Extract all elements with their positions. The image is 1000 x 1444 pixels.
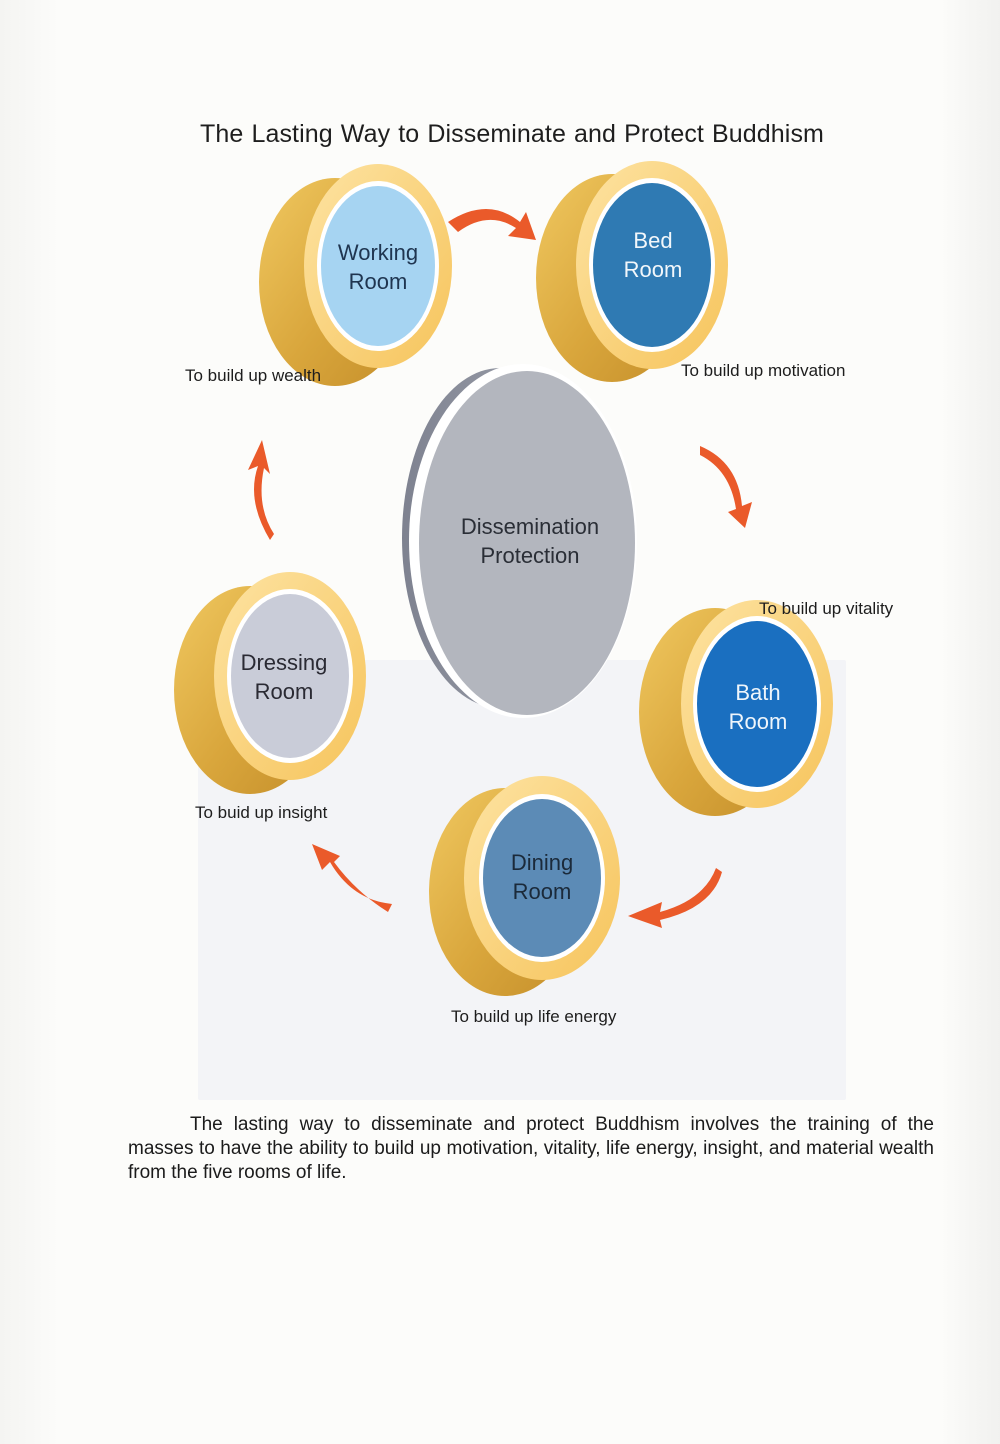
dining-room-cylinder (429, 776, 620, 996)
arrow-dressing-to-working (248, 440, 274, 540)
bath-room-cylinder (639, 600, 833, 816)
caption-working: To build up wealth (185, 366, 322, 385)
arrow-working-to-bed (448, 209, 536, 240)
caption-dressing: To buid up insight (195, 803, 328, 822)
center-label-line1: Dissemination (460, 514, 600, 539)
room-label-dressing: Dressing Room (240, 650, 328, 704)
page-title: The Lasting Way to Disseminate and Prote… (200, 120, 824, 148)
room-label-working: Working Room (337, 240, 419, 294)
bath-room-face (697, 621, 817, 787)
caption-bath: To build up vitality (759, 599, 894, 618)
dining-room-face (483, 799, 601, 957)
arrow-dining-to-dressing (312, 844, 392, 912)
room-label-bed: Bed Room (623, 228, 683, 282)
description-paragraph: The lasting way to disseminate and prote… (128, 1114, 934, 1183)
working-room-face (321, 186, 435, 346)
working-room-cylinder (259, 164, 452, 386)
room-label-bath: Bath Room (728, 680, 788, 734)
dressing-room-face (231, 594, 349, 758)
room-label-dining: Dining Room (510, 850, 574, 904)
caption-dining: To build up life energy (451, 1007, 617, 1026)
bed-room-face (593, 183, 711, 347)
center-label: Dissemination Protection (430, 512, 630, 570)
dressing-room-cylinder (174, 572, 366, 794)
arrow-bed-to-bath (700, 446, 752, 528)
arrow-bath-to-dining (628, 868, 722, 928)
center-label-line2: Protection (480, 543, 580, 568)
bed-room-cylinder (536, 161, 728, 382)
center-disc (402, 364, 637, 718)
center-disc-face (419, 371, 635, 715)
caption-bed: To build up motivation (681, 361, 846, 380)
